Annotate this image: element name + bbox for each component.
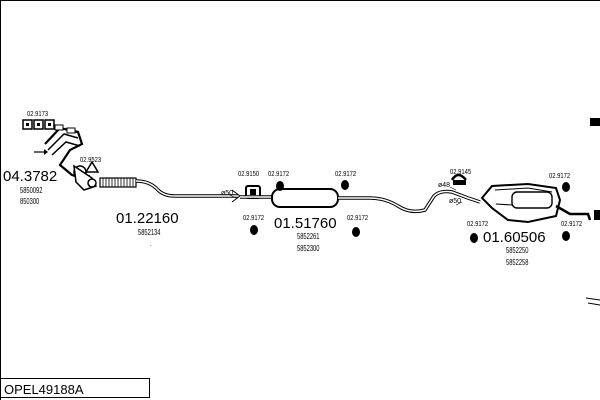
assembly-ref-center-silencer: 5852261 — [297, 232, 320, 241]
rear-silencer — [480, 182, 592, 224]
fitting-code-hanger: 02.9172 — [561, 219, 583, 228]
assembly-ref-intermediate: 5852134 — [138, 228, 161, 237]
assembly-ref-rear-silencer: 5852258 — [506, 258, 529, 267]
fitting-code-hanger: 02.9172 — [549, 171, 571, 180]
pipe-diameter-label: ø50 — [449, 198, 462, 205]
pipe-diameter-label: ø50 — [221, 190, 234, 197]
fitting-code-hanger: 02.9172 — [335, 169, 357, 178]
assembly-code-manifold: 04.3782 — [3, 168, 58, 185]
fitting-code-hanger: 02.9172 — [347, 213, 369, 222]
assembly-ref-rear-silencer: 5852250 — [506, 246, 529, 255]
assembly-code-intermediate: 01.22160 — [116, 210, 179, 227]
center-silencer — [240, 188, 481, 214]
part-number-box: OPEL49188A — [0, 378, 150, 398]
fitting-code-hanger: 02.9172 — [268, 169, 290, 178]
assembly-ref-manifold: 850300 — [20, 197, 40, 206]
triangle-gasket-icon — [84, 160, 100, 188]
fitting-code-clamp-rear: 02.9145 — [450, 167, 472, 176]
part-number: OPEL49188A — [4, 382, 84, 397]
rubber-hanger-icons — [250, 180, 570, 243]
assembly-ref-center-silencer: 5852300 — [297, 244, 320, 253]
arrow-icon — [34, 149, 48, 155]
pipe-diameter-label: ø48 — [438, 182, 451, 189]
fitting-code-triangle-gasket: 02.9523 — [80, 155, 102, 164]
flex-pipe — [99, 177, 137, 188]
leader-lines — [229, 186, 463, 206]
assembly-code-center-silencer: 01.51760 — [274, 215, 337, 232]
fitting-code-gasket-set: 02.9173 — [27, 109, 49, 118]
gasket-set-icon — [22, 119, 55, 130]
fitting-code-hanger: 02.9172 — [243, 213, 265, 222]
fitting-code-clamp-front: 02.9150 — [238, 169, 260, 178]
right-edge-parts — [585, 118, 600, 306]
fitting-code-hanger: 02.9172 — [467, 219, 489, 228]
assembly-code-rear-silencer: 01.60506 — [483, 229, 546, 246]
assembly-ref-manifold: 5850092 — [20, 186, 43, 195]
assembly-ref-intermediate: . — [150, 239, 152, 248]
clamp-icon — [450, 173, 467, 185]
